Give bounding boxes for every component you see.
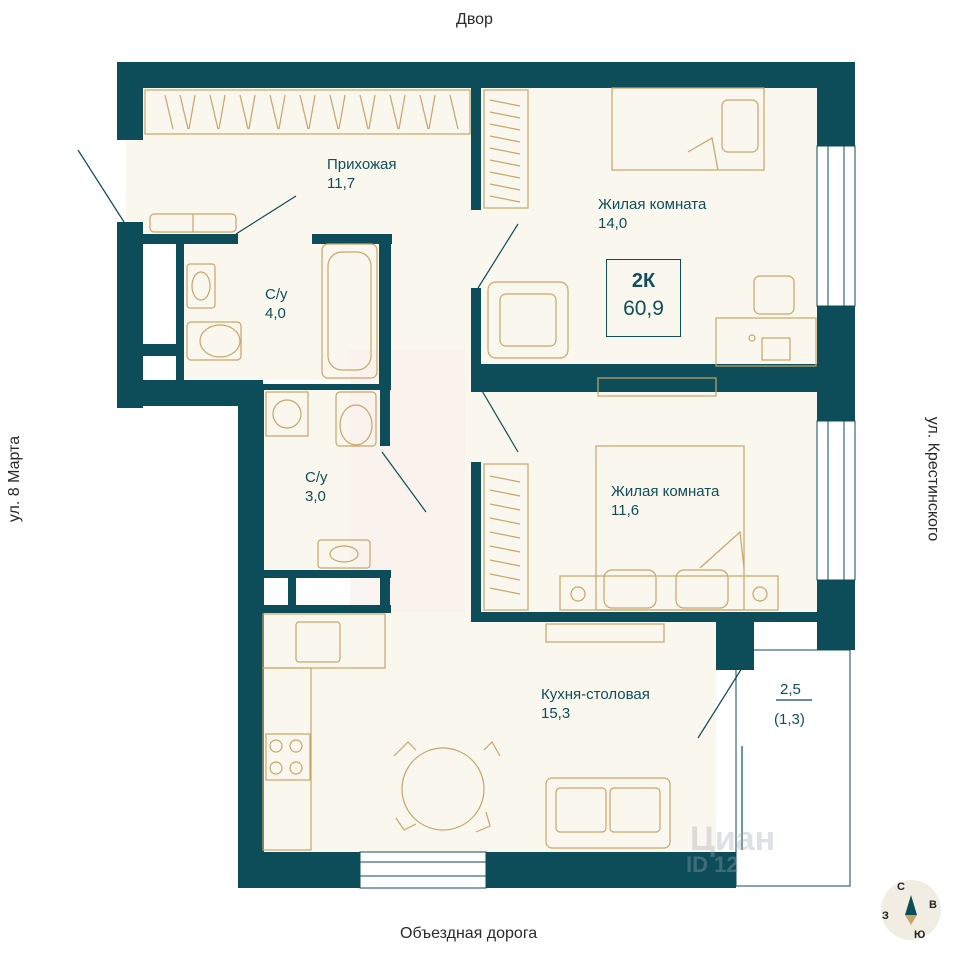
wall-left-top bbox=[117, 62, 143, 140]
balcony-area: 2,5 bbox=[780, 681, 801, 698]
compass-n: С bbox=[897, 881, 905, 893]
wall-shaft2-b bbox=[288, 578, 296, 606]
compass-e: В bbox=[929, 899, 937, 911]
bathroom2-name: С/у bbox=[305, 469, 328, 486]
apartment-code: 2К bbox=[631, 270, 656, 292]
street-right: ул. Крестинского bbox=[924, 416, 942, 542]
hallway-name: Прихожая bbox=[327, 156, 397, 173]
balcony-floor bbox=[735, 649, 851, 887]
wall-left-lower bbox=[238, 384, 264, 888]
door-lines bbox=[77, 149, 812, 850]
living2-area: 11,6 bbox=[611, 502, 640, 519]
kitchen-name: Кухня-столовая bbox=[541, 686, 650, 703]
compass-w: З bbox=[882, 910, 889, 922]
kitchen-label: Кухня-столовая 15,3 bbox=[541, 685, 650, 723]
tv-living1 bbox=[597, 377, 717, 397]
living2-floor bbox=[471, 390, 817, 612]
window-living2 bbox=[816, 420, 856, 581]
wardrobe-living1 bbox=[483, 89, 529, 209]
windows bbox=[359, 145, 856, 889]
wall-bath2-right bbox=[380, 390, 390, 446]
armchair bbox=[487, 281, 569, 359]
washer bbox=[265, 391, 309, 437]
wall-balcony-col bbox=[716, 612, 754, 670]
window-kitchen bbox=[359, 851, 487, 889]
living2-name: Жилая комната bbox=[611, 483, 720, 500]
walls bbox=[117, 62, 855, 888]
sink-bath2 bbox=[317, 539, 371, 569]
wall-step bbox=[117, 380, 263, 406]
tv-kitchen bbox=[545, 623, 665, 643]
kitchen-floor bbox=[263, 612, 716, 852]
dining-table bbox=[401, 747, 485, 831]
wall-bath2-top bbox=[263, 384, 380, 390]
window-living1 bbox=[816, 145, 856, 307]
bathroom2-area: 3,0 bbox=[305, 488, 326, 505]
wall-bath1-right bbox=[379, 234, 391, 390]
bathroom2-label: С/у 3,0 bbox=[305, 468, 328, 506]
wall-bottom-left bbox=[238, 852, 360, 888]
wall-bath2-bottom bbox=[263, 570, 391, 578]
wall-bottom-right bbox=[486, 852, 736, 888]
bathroom1-label: С/у 4,0 bbox=[265, 285, 288, 323]
wall-right-top bbox=[817, 62, 855, 146]
bathroom1-floor bbox=[184, 234, 380, 380]
compass-s: Ю bbox=[914, 929, 926, 941]
counter-top bbox=[262, 613, 386, 669]
watermark-logo: Циан bbox=[690, 820, 776, 858]
living2-label: Жилая комната 11,6 bbox=[611, 482, 719, 520]
wall-left-mid bbox=[117, 222, 143, 408]
compass bbox=[881, 880, 941, 940]
living1-area: 14,0 bbox=[598, 215, 628, 232]
apartment-badge: 2К 60,9 bbox=[606, 259, 681, 337]
stove bbox=[265, 733, 311, 781]
hallway-area: 11,7 bbox=[327, 175, 356, 192]
wall-top bbox=[117, 62, 855, 88]
bathroom1-name: С/у bbox=[265, 286, 288, 303]
hallway-floor bbox=[126, 88, 471, 234]
wardrobe-hallway bbox=[144, 89, 471, 135]
watermark-id: ID 12 bbox=[686, 852, 739, 877]
living1-name: Жилая комната bbox=[598, 196, 707, 213]
wall-shaft2-c bbox=[380, 570, 390, 612]
wall-bath1-left bbox=[176, 244, 184, 380]
toilet-bath1 bbox=[186, 321, 242, 361]
hallway-label: Прихожая 11,7 bbox=[327, 155, 397, 193]
wardrobe-living2 bbox=[483, 463, 529, 611]
bathroom1-area: 4,0 bbox=[265, 305, 286, 322]
street-top: Двор bbox=[456, 11, 493, 28]
street-left: ул. 8 Марта bbox=[6, 435, 24, 523]
wall-bath1-top bbox=[143, 234, 238, 244]
chair-desk bbox=[753, 275, 795, 315]
wall-living1-left bbox=[471, 88, 481, 210]
wall-living2-bottom bbox=[471, 612, 855, 622]
balcony-area-reduced: (1,3) bbox=[774, 711, 805, 728]
wall-shaft2-a bbox=[263, 605, 391, 613]
bathtub bbox=[321, 243, 378, 379]
toilet-bath2 bbox=[335, 391, 377, 447]
sink-bath1 bbox=[186, 263, 216, 309]
wall-bath1-top2 bbox=[312, 234, 392, 244]
wall-shaft1 bbox=[143, 344, 183, 356]
furniture bbox=[144, 87, 817, 851]
bed-living1 bbox=[611, 87, 765, 171]
kitchen-area: 15,3 bbox=[541, 705, 571, 722]
corridor-accent bbox=[350, 350, 465, 612]
living1-label: Жилая комната 14,0 bbox=[598, 195, 706, 233]
apartment-area: 60,9 bbox=[623, 297, 664, 320]
wall-living1-left2 bbox=[471, 288, 481, 372]
wall-living2-left bbox=[471, 462, 481, 617]
desk bbox=[715, 317, 817, 367]
street-bottom: Объездная дорога bbox=[400, 925, 538, 942]
sofa bbox=[545, 777, 671, 849]
counter-side bbox=[262, 667, 312, 851]
wall-right-mid bbox=[817, 306, 855, 421]
